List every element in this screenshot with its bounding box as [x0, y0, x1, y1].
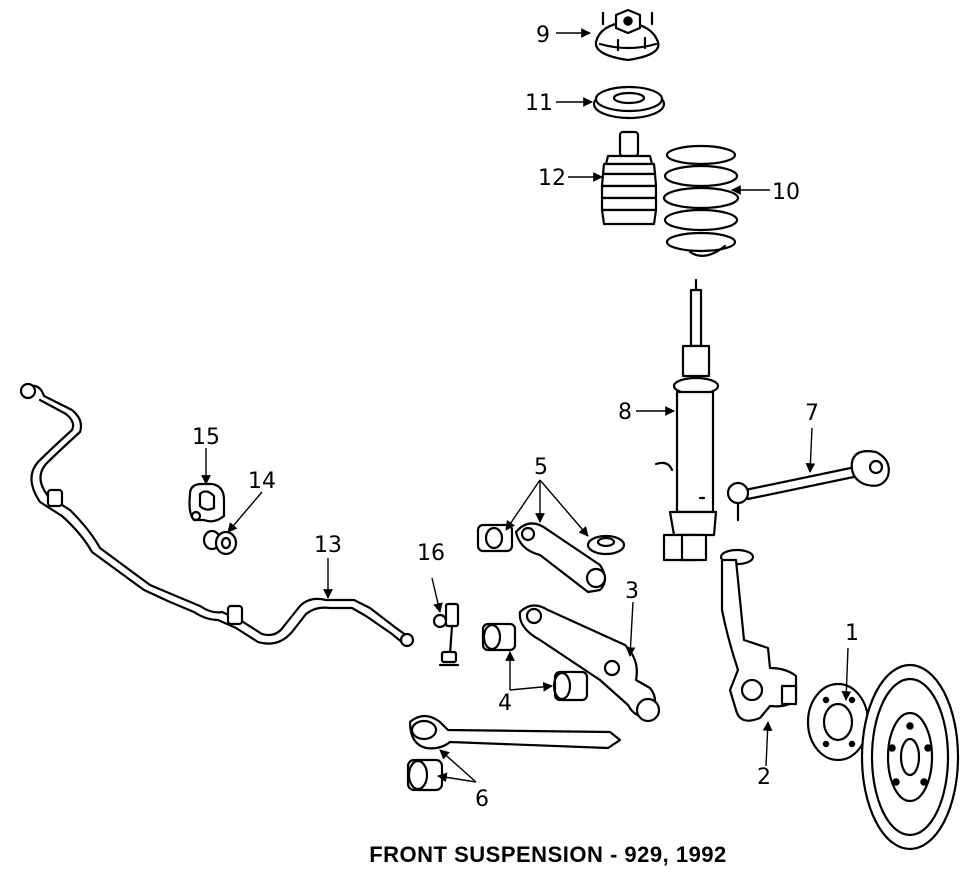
stabilizer-bar [19, 382, 415, 648]
leader-lines [201, 28, 852, 783]
callout-3: 3 [625, 579, 639, 604]
hub-and-rotor [806, 663, 960, 851]
callouts: 1 2 3 4 5 6 7 8 9 10 11 12 13 14 15 16 [192, 23, 859, 812]
stabilizer-link [432, 602, 460, 667]
stabilizer-bushing [202, 529, 238, 556]
diagram-caption: FRONT SUSPENSION - 929, 1992 [369, 842, 727, 867]
bump-stop [600, 130, 658, 226]
stabilizer-bracket [188, 482, 226, 523]
shock-absorber [654, 278, 720, 562]
callout-15: 15 [192, 425, 220, 450]
callout-12: 12 [538, 166, 566, 191]
tension-rod [406, 714, 622, 792]
callout-5: 5 [534, 455, 548, 480]
lateral-link [726, 450, 890, 522]
upper-control-arm [476, 522, 626, 594]
lower-control-arm [518, 604, 661, 723]
callout-7: 7 [805, 401, 819, 426]
steering-knuckle [719, 548, 798, 722]
spring-seat [592, 85, 666, 120]
control-arm-bushings [481, 622, 589, 702]
strut-mount [594, 8, 660, 62]
callout-4: 4 [498, 691, 512, 716]
callout-13: 13 [314, 533, 342, 558]
coil-spring [662, 144, 740, 257]
callout-10: 10 [772, 180, 800, 205]
callout-1: 1 [845, 621, 859, 646]
callout-14: 14 [248, 469, 276, 494]
callout-6: 6 [475, 787, 489, 812]
callout-2: 2 [757, 765, 771, 790]
callout-11: 11 [525, 91, 553, 116]
callout-8: 8 [618, 400, 632, 425]
callout-16: 16 [417, 541, 445, 566]
callout-9: 9 [536, 23, 550, 48]
